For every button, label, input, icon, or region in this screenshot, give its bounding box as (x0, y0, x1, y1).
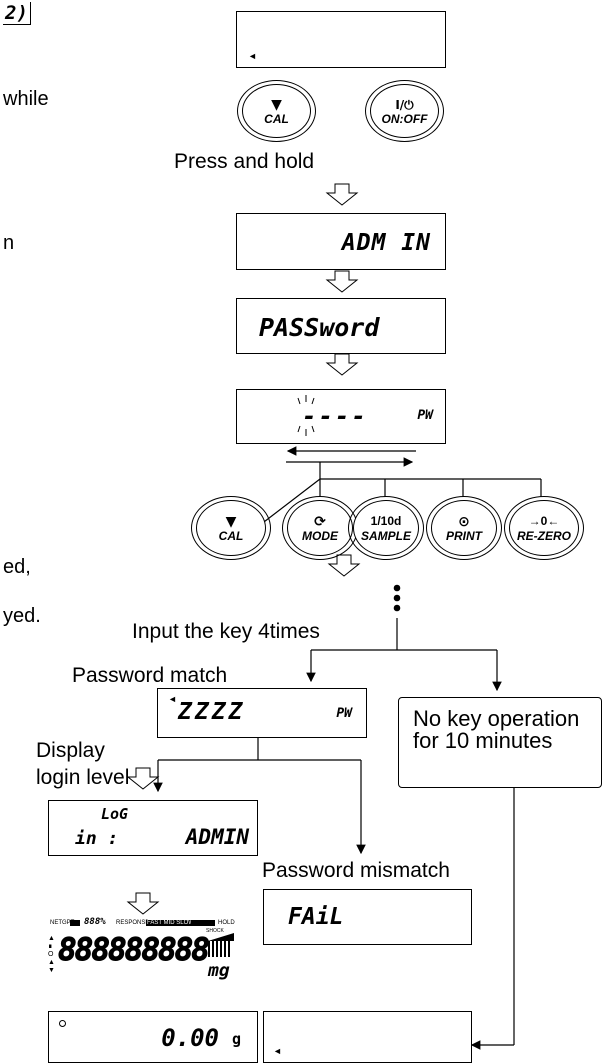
display-label: Display (36, 739, 105, 762)
side-text-while: while (3, 88, 49, 110)
down-arrow-3 (325, 353, 359, 376)
display-pointer-icon: ◄ (273, 1046, 282, 1056)
display-pw-entry: ---- PW (236, 389, 446, 444)
display-blank-bottom: ◄ (263, 1011, 472, 1063)
password-match-label: Password match (72, 664, 228, 687)
cycle-icon: ⟳ (314, 514, 326, 530)
side-text-n: n (3, 232, 15, 254)
down-arrow-2 (325, 270, 359, 293)
print-icon: ⊙ (458, 514, 470, 530)
login-level-label: login level (36, 766, 130, 789)
display-blank-top: ◄ (236, 11, 446, 68)
down-arrow-5 (126, 767, 160, 790)
display-pointer-icon: ◄ (168, 694, 177, 704)
display-pointer-icon: ◄ (248, 51, 257, 61)
mode-key[interactable]: ⟳ MODE (282, 496, 358, 560)
down-arrow-1 (325, 183, 359, 206)
print-key[interactable]: ⊙ PRINT (426, 496, 502, 560)
rezero-key[interactable]: →0← RE-ZERO (504, 496, 584, 560)
display-login-level: LoG in : ADMIN (48, 800, 258, 856)
header-fragment: 2) (3, 2, 31, 25)
password-mismatch-label: Password mismatch (262, 859, 450, 882)
onoff-key[interactable]: I/⏻ ON:OFF (365, 80, 444, 142)
stable-indicator-icon (59, 1020, 66, 1027)
cal-key-top[interactable]: ▼ CAL (237, 80, 316, 142)
display-password-entered: ◄ ZZZZ PW (157, 688, 367, 738)
down-arrow-4 (327, 554, 361, 577)
side-text-ed: ed, (3, 556, 31, 578)
no-key-note: No key operation for 10 minutes (398, 697, 602, 788)
input-key-label: Input the key 4times (132, 620, 320, 643)
display-admin: ADM IN (236, 213, 446, 270)
blink-indicator-icon (297, 395, 315, 436)
side-text-yed: yed. (3, 605, 41, 627)
cal-key[interactable]: ▼ CAL (191, 496, 271, 560)
cal-triangle-icon: ▼ (271, 97, 282, 113)
down-arrow-6 (126, 892, 160, 915)
cal-triangle-icon: ▼ (225, 514, 237, 530)
sample-key[interactable]: 1/10d SAMPLE (348, 496, 424, 560)
press-and-hold-label: Press and hold (174, 150, 315, 173)
display-all-segments: NETGPT 888% RESPONSE FAST MID SLOW HOLD … (48, 917, 235, 981)
power-icon: I/⏻ (395, 98, 414, 112)
display-weight: 0.00 g (48, 1011, 258, 1063)
display-fail: FAiL (263, 889, 472, 945)
display-password: PASSword (236, 298, 446, 354)
